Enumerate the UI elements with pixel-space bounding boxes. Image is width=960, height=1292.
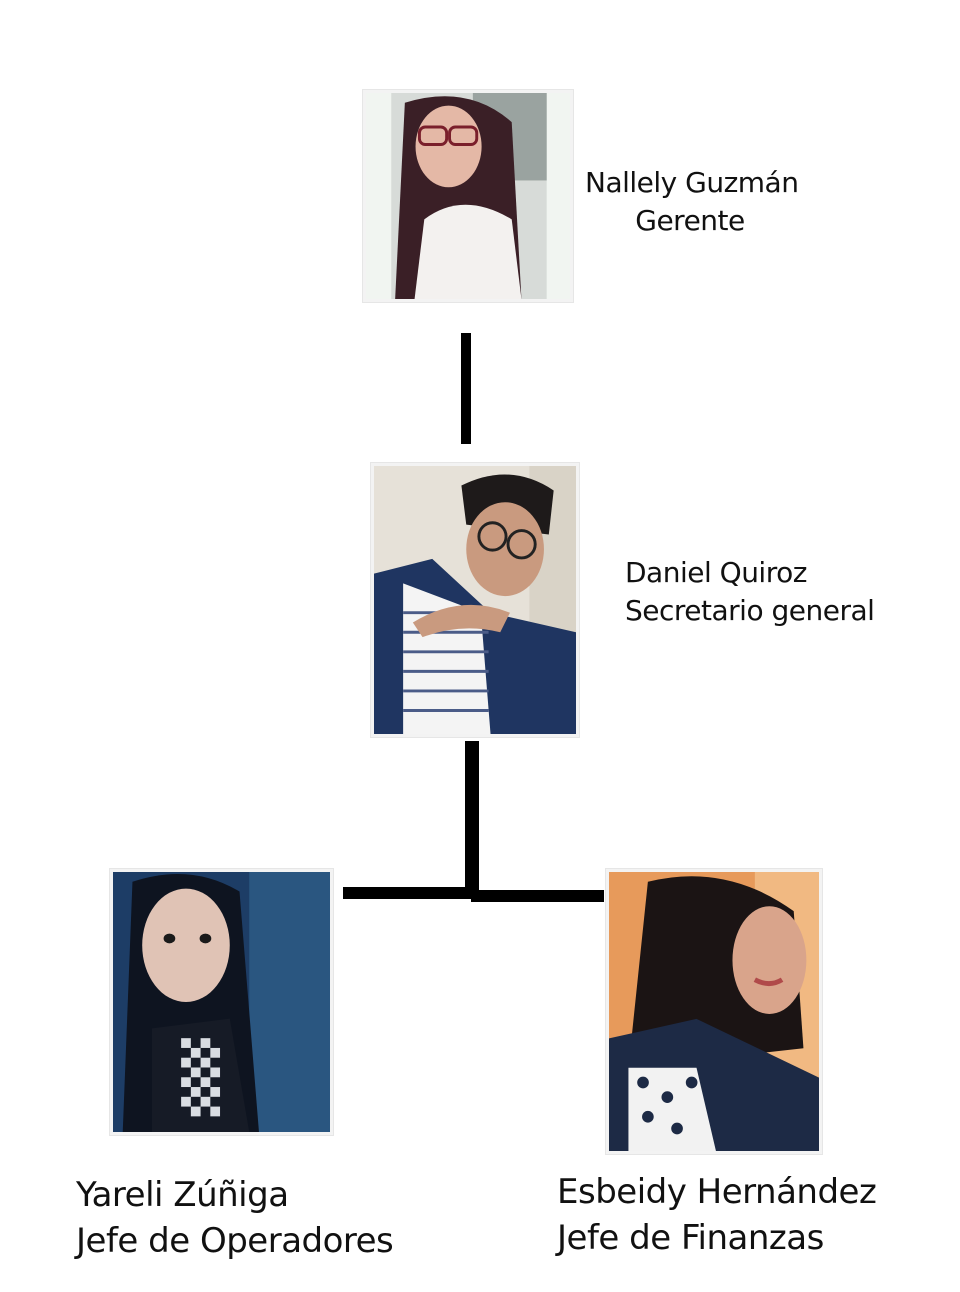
role-operadores: Jefe de Operadores <box>76 1221 394 1261</box>
name-daniel: Daniel Quiroz <box>625 556 807 589</box>
role-secretario: Secretario general <box>625 594 875 627</box>
name-esbeidy: Esbeidy Hernández <box>557 1172 877 1212</box>
name-nallely: Nallely Guzmán <box>585 166 799 199</box>
name-yareli: Yareli Zúñiga <box>76 1175 289 1215</box>
photo-esbeidy-hernandez <box>606 869 822 1154</box>
photo-daniel-quiroz <box>371 463 579 737</box>
role-finanzas: Jefe de Finanzas <box>557 1218 824 1258</box>
connector-branch-right <box>471 890 604 902</box>
role-gerente: Gerente <box>635 204 745 237</box>
connector-middle-branch <box>465 741 479 899</box>
photo-yareli-zuniga <box>110 869 333 1135</box>
node-left-label: Yareli Zúñiga Jefe de Operadores <box>76 1172 394 1264</box>
node-top-label: Nallely Guzmán Gerente <box>585 164 799 240</box>
node-right-label: Esbeidy Hernández Jefe de Finanzas <box>557 1169 877 1261</box>
connector-top-middle <box>461 333 471 444</box>
photo-nallely-guzman <box>363 90 573 302</box>
connector-branch-left <box>343 887 477 899</box>
node-middle-label: Daniel Quiroz Secretario general <box>625 554 875 630</box>
